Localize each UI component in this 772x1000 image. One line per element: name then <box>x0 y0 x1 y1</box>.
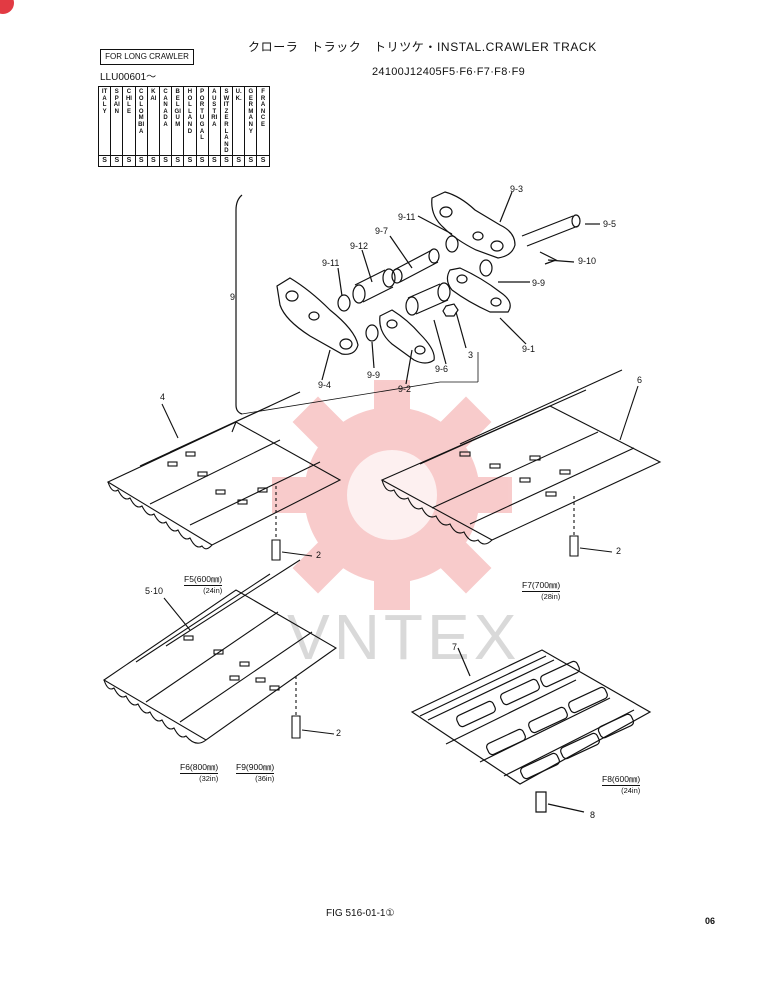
cotter-9-10 <box>539 251 558 265</box>
callout-9-5: 9-5 <box>603 219 617 229</box>
seal-9-11b <box>337 294 351 312</box>
bushing-9-6 <box>407 283 449 315</box>
callout-9-6: 9-6 <box>435 364 449 374</box>
figure-number: FIG 516-01-1① <box>326 908 395 919</box>
page-title: クローラ トラック トリツケ・INSTAL.CRAWLER TRACK <box>248 40 597 54</box>
watermark-gear-logo <box>272 380 512 610</box>
country-code-cell: S <box>171 154 185 167</box>
country-code-cell: S <box>219 154 234 167</box>
callout-7: 7 <box>452 642 458 652</box>
country-code-cell: S <box>256 154 270 167</box>
country-cell: SWITZER LAND <box>219 86 234 156</box>
variant-f9: F9(900㎜)(36in) <box>236 762 275 783</box>
shoe-plate-f7 <box>380 369 662 557</box>
assembly-bracket <box>235 194 243 415</box>
variant-f5: F5(600㎜)(24in) <box>184 574 223 595</box>
callout-9-9: 9-9 <box>532 278 546 288</box>
shoe-plate-f6-f9 <box>102 559 338 744</box>
variant-f8: F8(600㎜)(24in) <box>602 774 641 795</box>
callout-8: 8 <box>590 810 596 820</box>
bushing-9-7 <box>393 249 439 283</box>
callout-9-4: 9-4 <box>318 380 332 390</box>
crawler-type-label: FOR LONG CRAWLER <box>100 49 194 65</box>
country-cell: KAI <box>146 86 160 156</box>
seal-9-9a <box>479 259 493 277</box>
serial-range: LLU00601～ <box>100 72 157 83</box>
callout-2c: 2 <box>336 728 342 738</box>
callout-2b: 2 <box>616 546 622 556</box>
seal-9-9b <box>365 324 379 342</box>
callout-3: 3 <box>468 350 474 360</box>
link-9-3 <box>431 191 516 259</box>
callout-9-9b: 9-9 <box>367 370 381 380</box>
country-cell: FRANCE <box>256 86 270 156</box>
callout-9-1: 9-1 <box>522 344 536 354</box>
link-9-2 <box>379 309 435 364</box>
callout-9-3: 9-3 <box>510 184 524 194</box>
link-9-4 <box>276 277 359 355</box>
variant-f7: F7(700㎜)(28in) <box>522 580 561 601</box>
shoe-plate-f5 <box>106 391 342 561</box>
callout-2: 2 <box>316 550 322 560</box>
page-number: 06 <box>705 916 716 926</box>
callout-9-7: 9-7 <box>375 226 389 236</box>
part-number: 24100J12405F5·F6·F7·F8·F9 <box>372 66 526 78</box>
nut-3 <box>442 303 459 317</box>
callout-9-11: 9-11 <box>398 212 416 222</box>
watermark-text: VNTEX <box>287 601 521 673</box>
callout-5-10: 5·10 <box>145 586 164 596</box>
link-9-1 <box>446 267 511 313</box>
variant-f6: F6(800㎜)(32in) <box>180 762 219 783</box>
shoe-plate-f8 <box>410 647 652 813</box>
country-code-cell: S <box>97 154 112 167</box>
corner-badge <box>0 0 14 14</box>
callout-9: 9 <box>230 292 236 302</box>
callout-9-2: 9-2 <box>398 384 412 394</box>
callout-9-11b: 9-11 <box>322 258 340 268</box>
callout-6: 6 <box>637 375 643 385</box>
country-code-cell: S <box>146 154 160 167</box>
pin-9-5 <box>521 215 579 247</box>
seal-9-11a <box>445 235 459 253</box>
callout-9-10: 9-10 <box>578 256 597 266</box>
country-applicability-table: ITALY SPAIN CHILE COLOMBIA KAI CANADA BE… <box>97 86 270 167</box>
callout-9-12: 9-12 <box>350 241 369 251</box>
callout-4: 4 <box>160 392 166 402</box>
